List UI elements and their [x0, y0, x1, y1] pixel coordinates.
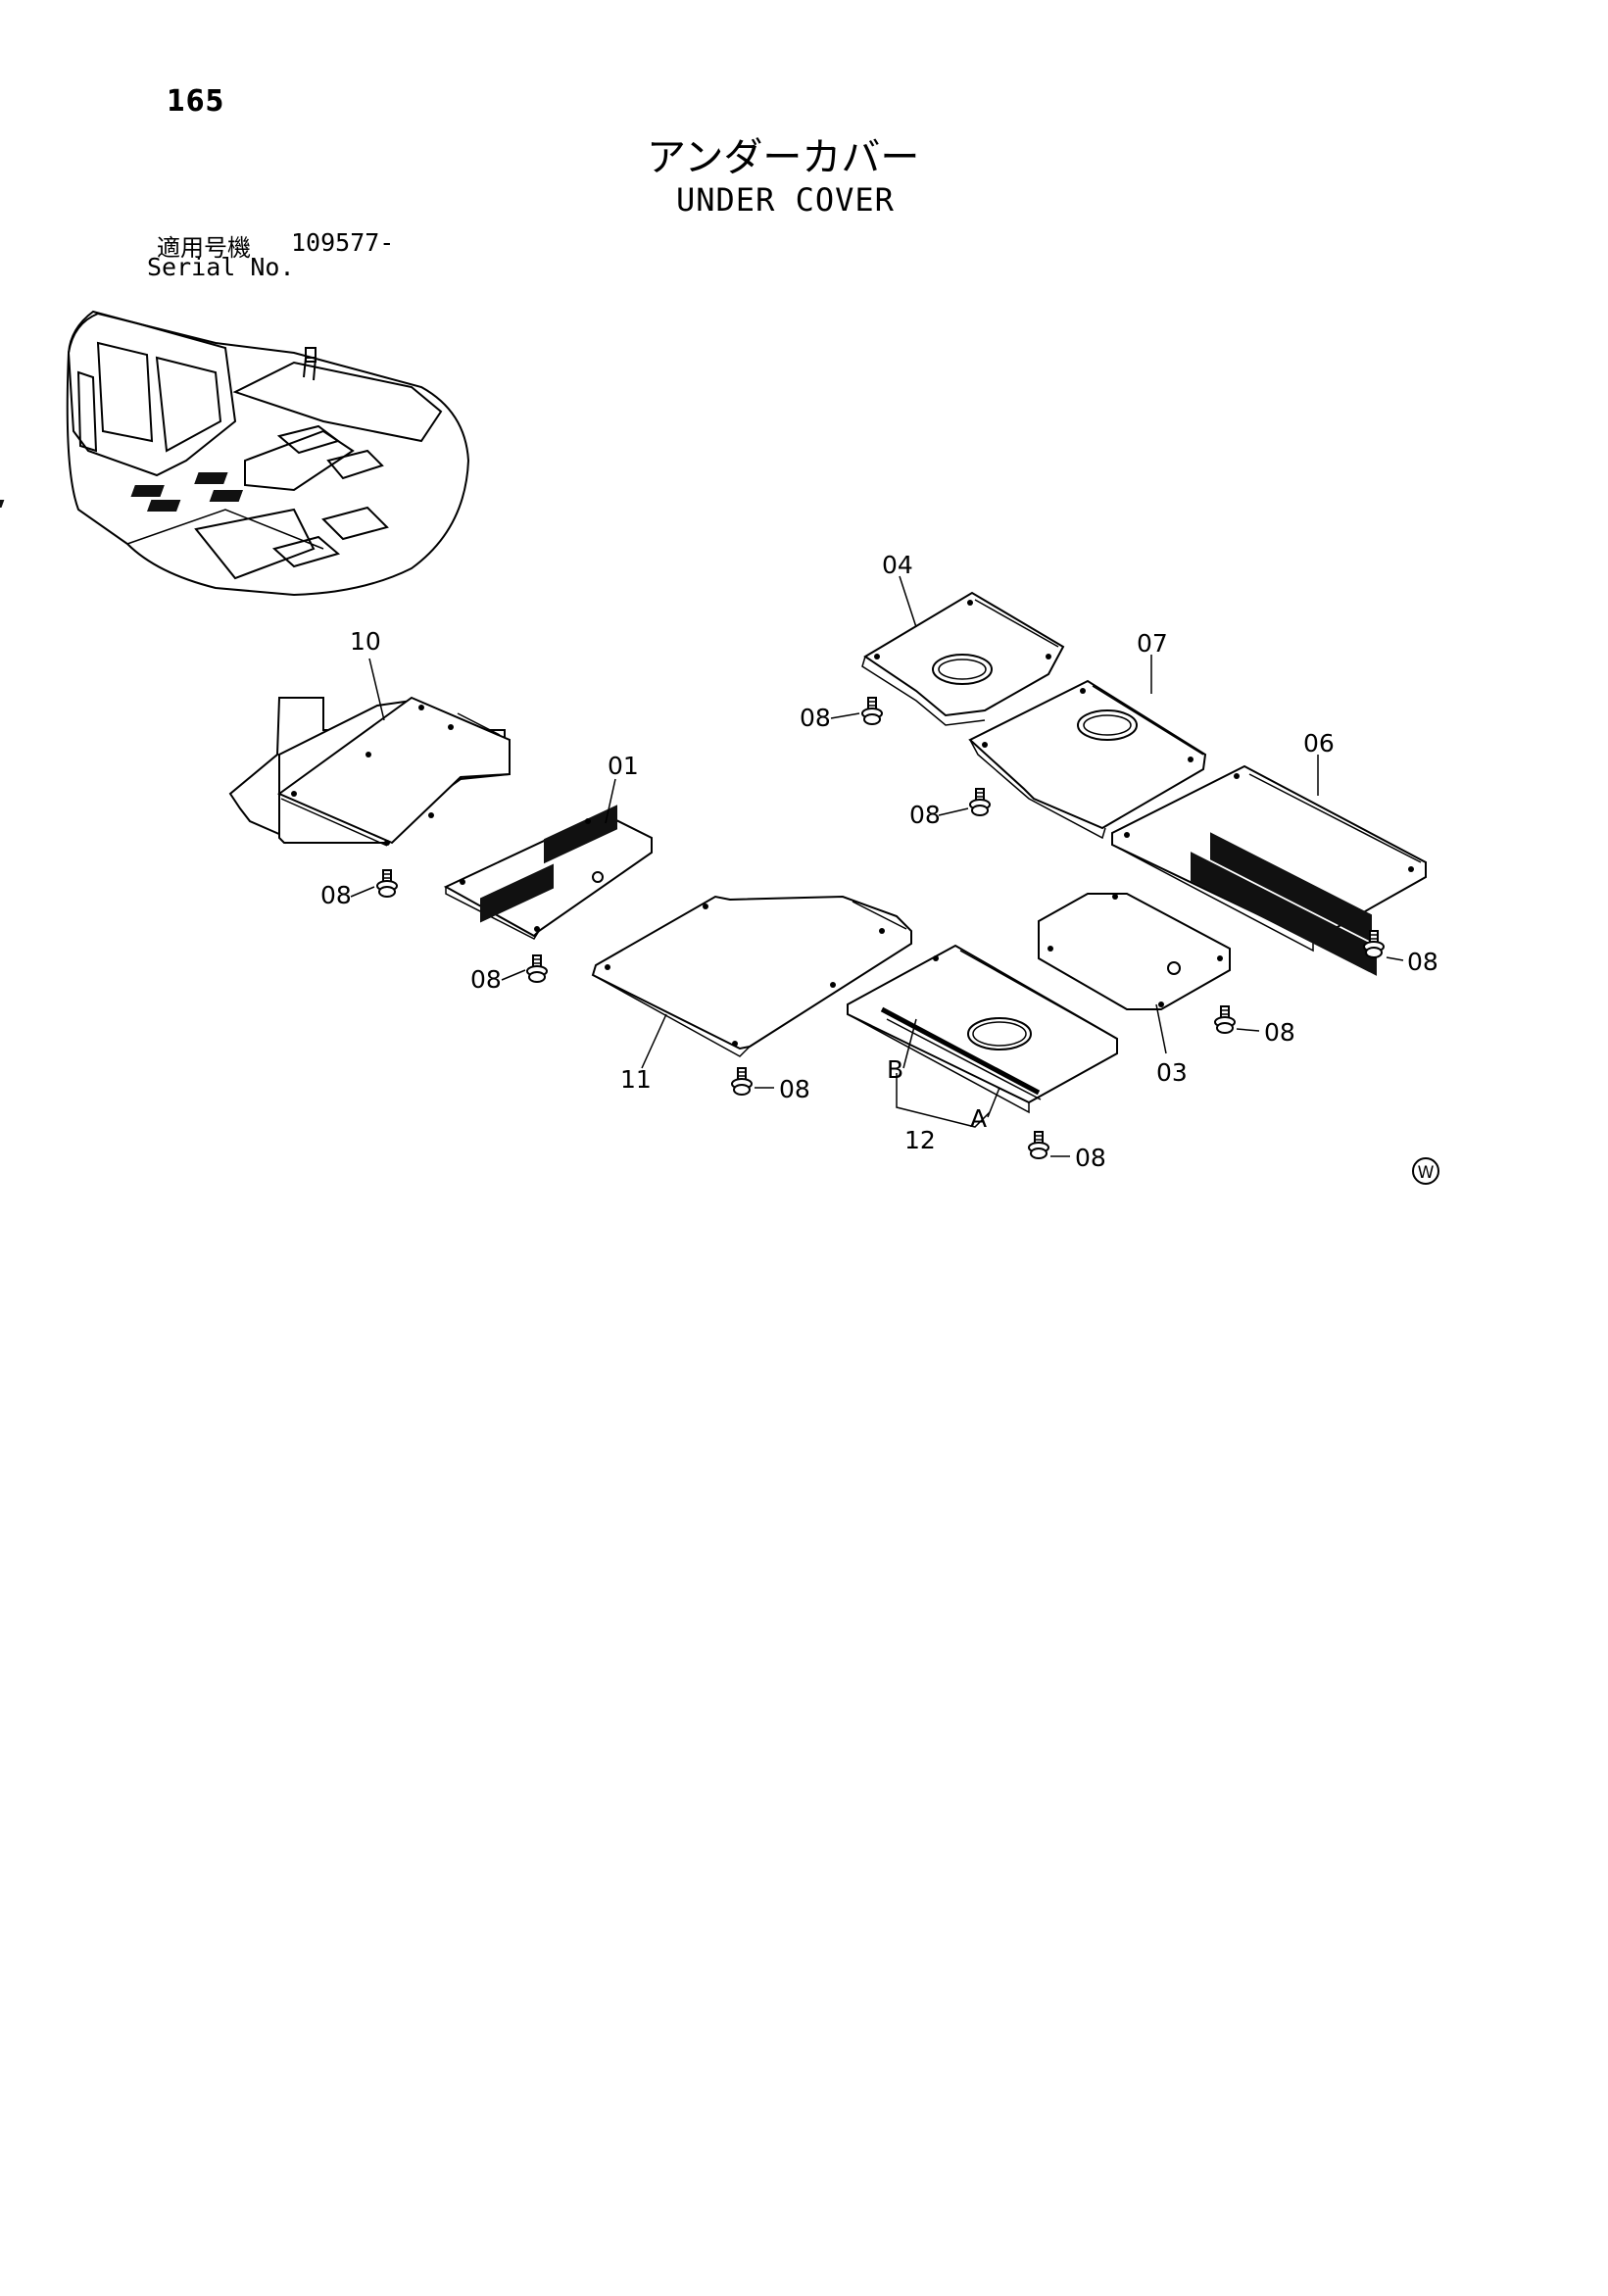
serial-label-english: Serial No. [147, 253, 295, 281]
serial-value: 109577- [291, 228, 395, 257]
part-07-cover [968, 679, 1207, 840]
bolt-6 [969, 788, 991, 816]
callout-08-g: 08 [1407, 948, 1438, 976]
callout-08-c: 08 [779, 1075, 810, 1103]
callout-01: 01 [608, 752, 639, 780]
leader-lines [350, 575, 1404, 1157]
part-06-cover [1111, 764, 1427, 976]
callout-04: 04 [882, 551, 913, 579]
excavator-locator-illustration [0, 310, 470, 597]
bolt-5 [861, 697, 883, 725]
part-10-cover [228, 696, 511, 847]
callout-08-d: 08 [1075, 1144, 1106, 1172]
w-mark: W [1412, 1157, 1439, 1185]
callout-08-b: 08 [470, 965, 502, 994]
title-japanese: アンダーカバー [647, 135, 920, 180]
callout-08-a: 08 [320, 881, 352, 909]
part-11-cover [591, 895, 912, 1057]
bolt-1 [376, 869, 398, 898]
part-04-cover [861, 591, 1065, 726]
serial-label-japanese: 適用号機 [157, 234, 251, 262]
page-number: 165 [167, 84, 225, 119]
callout-08-e: 08 [800, 704, 831, 732]
callout-08-f: 08 [909, 801, 941, 829]
part-01-cover [443, 805, 653, 940]
bolt-7 [1363, 930, 1385, 958]
bolt-8 [1214, 1005, 1236, 1034]
callout-10: 10 [350, 627, 381, 656]
callout-b: B [887, 1055, 903, 1084]
callout-03: 03 [1156, 1058, 1188, 1087]
w-mark-letter: W [1418, 1163, 1435, 1183]
bolt-4 [1028, 1131, 1049, 1159]
callout-a: A [970, 1104, 987, 1133]
bolt-3 [731, 1067, 753, 1096]
bolt-2 [526, 954, 548, 983]
part-03-cover [1038, 893, 1231, 1010]
callout-12: 12 [904, 1126, 936, 1154]
title-english: UNDER COVER [676, 181, 895, 219]
part-12-cover [847, 944, 1118, 1114]
callout-08-h: 08 [1264, 1018, 1295, 1047]
callout-11: 11 [620, 1065, 652, 1094]
callout-labels: 10 01 04 07 06 11 03 12 B A 08 08 08 08 … [320, 551, 1438, 1172]
callout-06: 06 [1303, 729, 1335, 757]
callout-07: 07 [1137, 629, 1168, 658]
bolt-group [376, 697, 1385, 1159]
